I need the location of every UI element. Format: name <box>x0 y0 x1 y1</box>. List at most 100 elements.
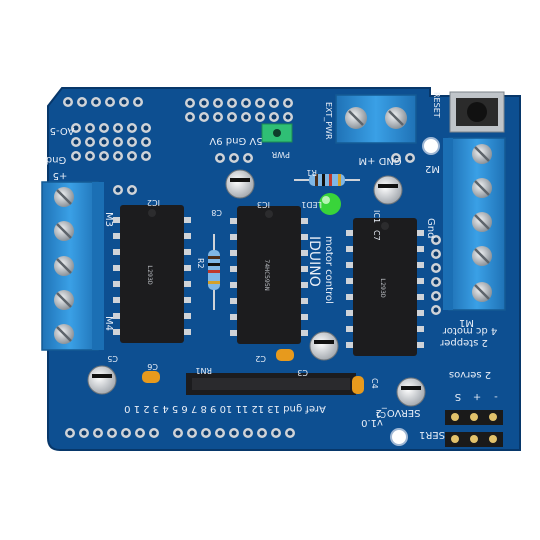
label-led1: LED1 <box>301 200 322 209</box>
label-title: IDUINO <box>306 236 322 287</box>
chip-leg <box>230 330 237 336</box>
chip-leg <box>113 281 120 287</box>
ic1-chip <box>353 218 417 356</box>
chip-leg <box>184 265 191 271</box>
c3-capacitor <box>309 331 339 361</box>
chip-leg <box>346 310 353 316</box>
chip-leg <box>346 278 353 284</box>
label-servo2: SERVO_2 <box>376 407 421 418</box>
c1-capacitor <box>396 377 426 407</box>
label-gnd-plus-m: GND +M <box>358 155 401 166</box>
label-ao5: AO-5 <box>50 125 75 136</box>
chip-leg <box>346 326 353 332</box>
ic2-marking: L293D <box>146 265 154 285</box>
ic3-chip <box>237 206 301 344</box>
r2-resistor <box>208 234 220 310</box>
chip-leg <box>113 297 120 303</box>
label-ic1: IC1 <box>372 210 381 223</box>
chip-leg <box>184 281 191 287</box>
chip-leg <box>346 246 353 252</box>
chip-leg <box>113 265 120 271</box>
chip-leg <box>301 250 308 256</box>
label-reset: RESET <box>432 92 441 118</box>
chip-leg <box>230 298 237 304</box>
chip-leg <box>417 310 424 316</box>
mounting-hole <box>390 428 408 446</box>
chip-leg <box>113 329 120 335</box>
label-ser1: SER1 <box>419 429 445 440</box>
chip-leg <box>184 329 191 335</box>
chip-leg <box>230 266 237 272</box>
chip-leg <box>113 233 120 239</box>
label-ic3: IC3 <box>257 200 270 209</box>
c7-capacitor <box>373 175 403 205</box>
c2-capacitor <box>276 349 294 361</box>
label-gnd-left: Gnd <box>46 154 66 165</box>
chip-leg <box>184 297 191 303</box>
ic1-marking: L293D <box>379 278 387 298</box>
chip-leg <box>113 249 120 255</box>
chip-leg <box>301 314 308 320</box>
chip-leg <box>184 249 191 255</box>
chip-leg <box>417 246 424 252</box>
chip-leg <box>301 266 308 272</box>
label-m1: M1 <box>459 317 474 328</box>
ao-header-pins <box>71 123 151 161</box>
label-m3: M3 <box>103 212 114 227</box>
mounting-hole <box>422 137 440 155</box>
label-plus: + <box>473 391 481 402</box>
chip-leg <box>417 230 424 236</box>
terminal-block-ext-pwr <box>335 94 417 144</box>
rn1-resistor-network <box>186 373 356 395</box>
chip-leg <box>230 282 237 288</box>
reset-button[interactable] <box>449 91 505 133</box>
label-c5: C5 <box>107 354 118 363</box>
chip-leg <box>301 330 308 336</box>
chip-leg <box>346 294 353 300</box>
chip-leg <box>417 262 424 268</box>
label-c1: C1 <box>375 410 386 419</box>
chip-leg <box>184 313 191 319</box>
label-c8: C8 <box>211 208 222 217</box>
chip-leg <box>230 250 237 256</box>
label-power-pins: 5V Gnd 9V <box>209 135 262 146</box>
label-stepper: 2 stepper <box>439 337 488 348</box>
chip-leg <box>113 217 120 223</box>
chip-leg <box>230 314 237 320</box>
chip-leg <box>301 298 308 304</box>
label-m2: M2 <box>425 163 440 174</box>
chip-leg <box>230 234 237 240</box>
chip-leg <box>417 278 424 284</box>
r1-resistor <box>294 174 360 186</box>
c4-capacitor <box>352 376 364 394</box>
c5-capacitor <box>87 365 117 395</box>
chip-leg <box>417 342 424 348</box>
label-m4: M4 <box>103 316 114 331</box>
chip-leg <box>184 217 191 223</box>
label-r2: R2 <box>196 258 205 269</box>
label-pwr: PWR <box>271 150 290 159</box>
label-pin-row: Aref gnd 13 12 11 10 9 8 7 6 5 4 3 2 1 0 <box>124 403 326 414</box>
digital-header-pins <box>65 428 295 438</box>
chip-leg <box>346 230 353 236</box>
label-version: v1.0 <box>361 417 383 428</box>
chip-leg <box>417 294 424 300</box>
analog-header-pins <box>63 97 143 107</box>
label-ext-pwr: EXT_PWR <box>324 102 333 140</box>
label-c3: C3 <box>297 368 308 377</box>
chip-leg <box>113 313 120 319</box>
chip-leg <box>346 342 353 348</box>
c6-capacitor <box>142 371 160 383</box>
label-c6: C6 <box>147 362 158 371</box>
chip-leg <box>417 326 424 332</box>
label-plus5: +5 <box>53 170 68 181</box>
led1-green <box>319 193 341 215</box>
label-rn1: RN1 <box>195 366 212 375</box>
chip-leg <box>301 218 308 224</box>
label-c2: C2 <box>255 354 266 363</box>
label-minus: - <box>494 391 498 402</box>
chip-leg <box>230 218 237 224</box>
ic3-marking: 74HC595N <box>263 259 271 290</box>
label-dc-motor: 4 dc motor <box>442 325 497 336</box>
